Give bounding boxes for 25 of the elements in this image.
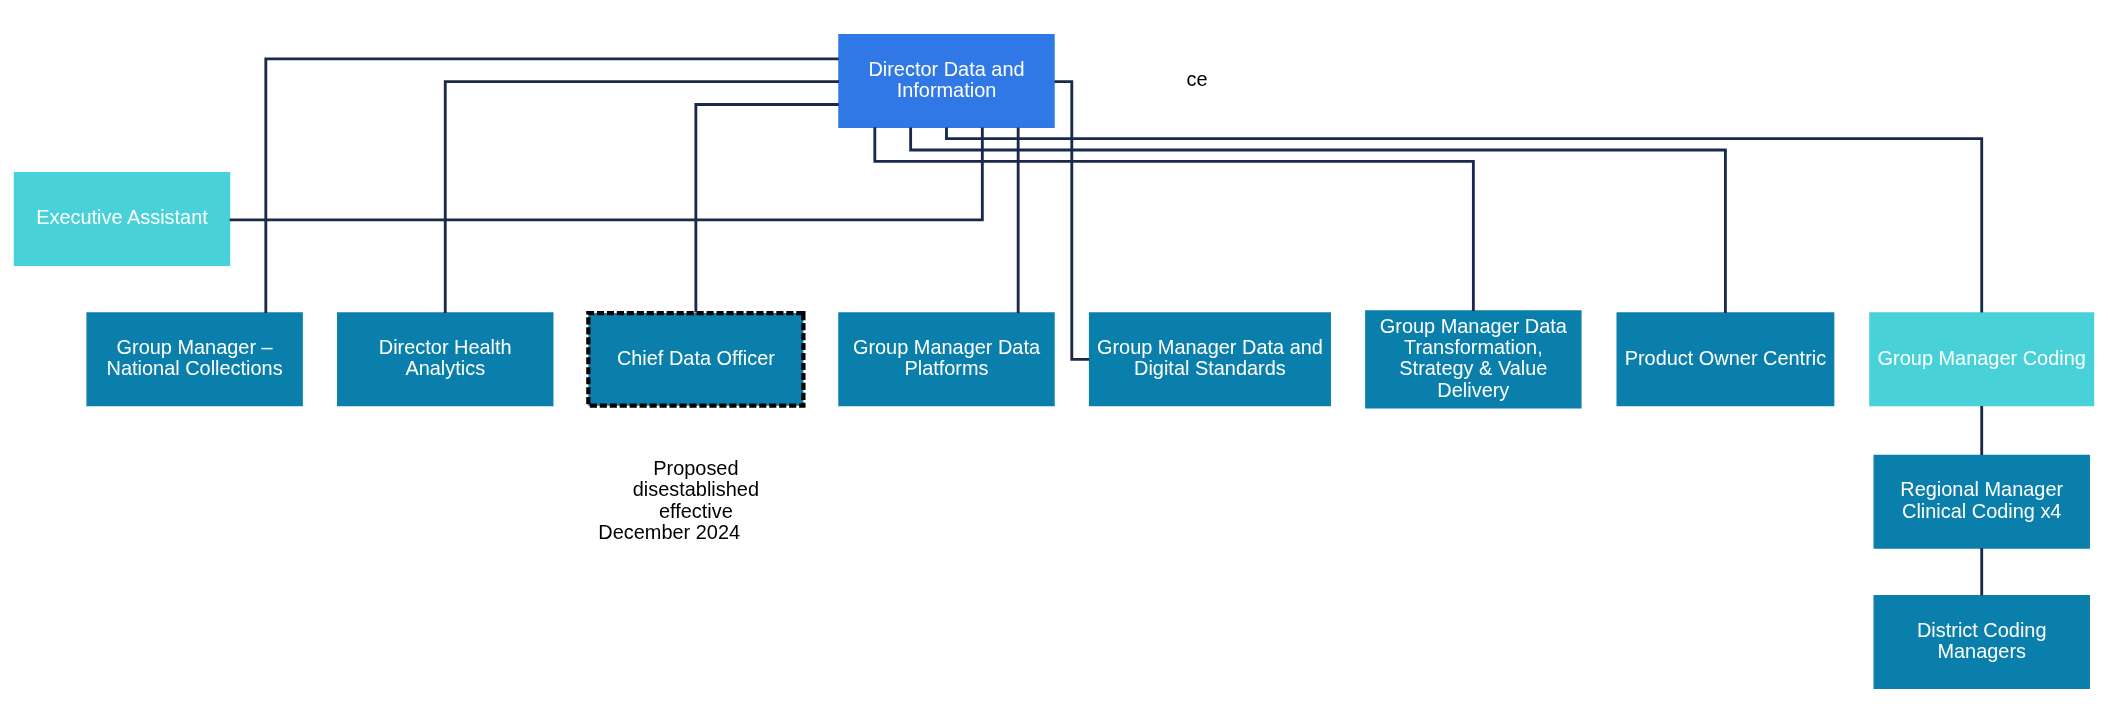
node-box: Group Manager Data and Digital Standards — [1088, 311, 1331, 406]
connector — [443, 79, 839, 313]
node-box: Group Manager Coding — [1869, 311, 2095, 406]
node-box: Group Manager Data Transformation, Strategy & Value Delivery — [1365, 309, 1582, 408]
connector — [1980, 405, 1984, 455]
node-box: Regional Manager Clinical Coding x4 — [1873, 454, 2090, 549]
connector — [945, 126, 1984, 313]
node-box: District Coding Managers — [1873, 594, 2090, 689]
node-box: Product Owner Centric — [1616, 311, 1835, 406]
connector — [1054, 79, 1090, 361]
node-box: Director Data and Information — [838, 33, 1055, 128]
connector — [873, 126, 1475, 311]
node-box: Executive Assistant — [13, 171, 231, 266]
node-box: Group Manager – National Collections — [86, 311, 303, 406]
connector — [1980, 547, 1984, 595]
label: ce — [1186, 67, 1208, 90]
connector — [229, 127, 984, 221]
connector — [694, 102, 839, 313]
connector — [1016, 127, 1020, 313]
connector — [264, 56, 839, 313]
node-box: Group Manager Data Platforms — [838, 311, 1055, 406]
node-label: Proposed disestablished effective December 2024 — [598, 456, 759, 543]
node-box: Director Health Analytics — [337, 311, 554, 406]
connector — [909, 126, 1727, 313]
node-box: Chief Data Officer — [586, 310, 806, 408]
